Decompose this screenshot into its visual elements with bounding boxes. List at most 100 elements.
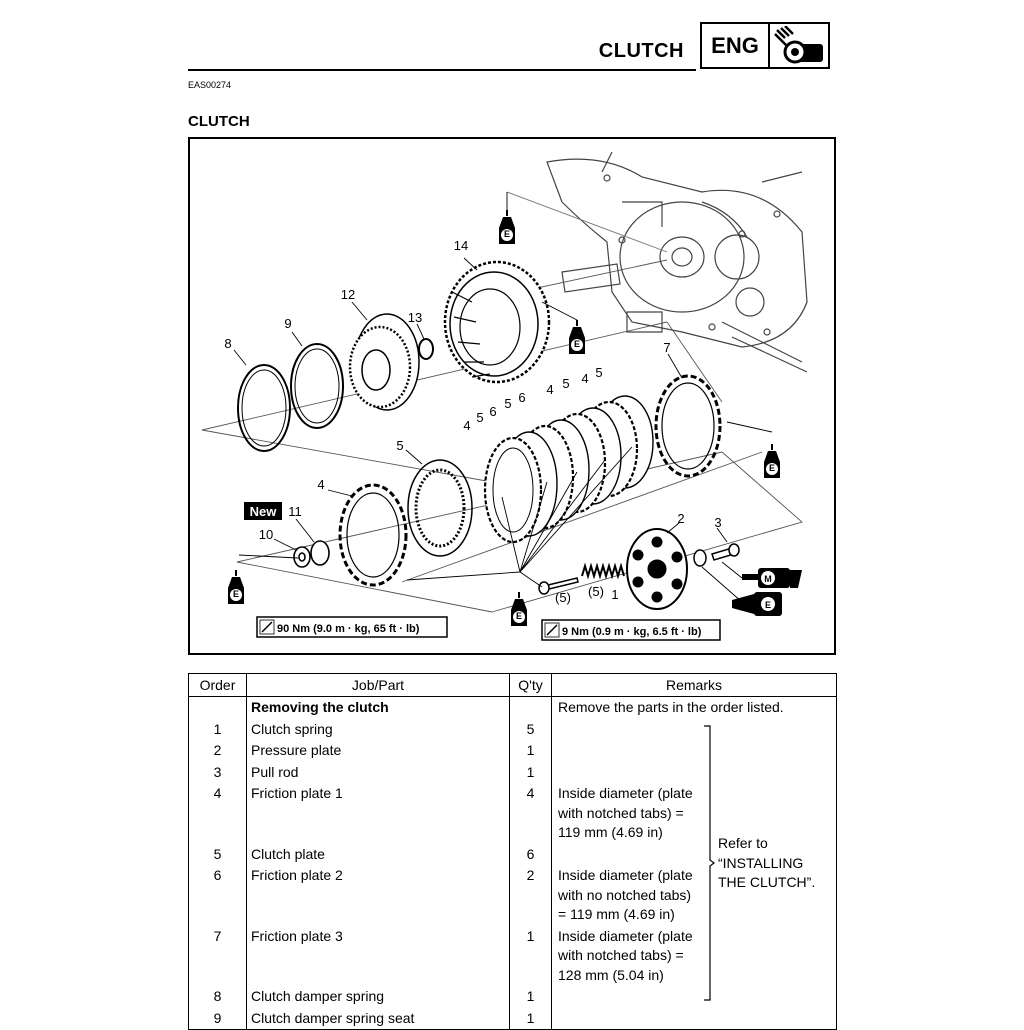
part-clutch-housing: [443, 260, 551, 384]
cell-order-text: 9: [213, 1009, 222, 1026]
column-header-job: Job/Part: [246, 673, 510, 697]
page-header-title: CLUTCH: [598, 40, 684, 62]
new-badge-label: New: [250, 504, 278, 519]
callout-11: 11: [288, 504, 302, 519]
engine-case: [546, 151, 808, 373]
cell-order-text: 2: [213, 742, 222, 758]
callout-8: 8: [224, 336, 231, 351]
oil-mark-label: E: [504, 229, 510, 239]
cell-job-part: Pull rod: [246, 761, 510, 783]
callout-4: 4: [546, 382, 553, 397]
column-header-remarks: Remarks: [551, 673, 837, 697]
grease-mark-label: M: [764, 574, 772, 584]
torque-right-text: 9 Nm (0.9 m · kg, 6.5 ft · lb): [562, 626, 702, 638]
cell-remarks: [551, 718, 837, 740]
cell-remarks-text: Remove the parts in the order listed.: [558, 699, 784, 715]
cell-qty-text: 1: [526, 742, 535, 758]
callout-6: 6: [518, 390, 525, 405]
cell-remarks: Inside diameter (plate with no notched t…: [551, 865, 837, 926]
cell-job-part-text: Clutch spring: [251, 720, 333, 737]
section-label: ENG: [702, 24, 770, 67]
callout-5: 5: [396, 438, 403, 453]
exploded-diagram: E E E E E E M 1: [188, 137, 836, 655]
oil-mark-label: E: [765, 600, 771, 610]
wrench-icon: [259, 619, 275, 635]
engine-icon: [770, 24, 828, 67]
cell-order-text: 4: [213, 785, 222, 801]
cell-order: 4: [188, 783, 247, 844]
oil-mark-icon: E: [227, 569, 245, 605]
cell-qty-text: 1: [526, 1009, 535, 1026]
part-nut-lock-washer: [293, 540, 330, 568]
table-header-row: Order Job/Part Q'ty Remarks: [188, 673, 837, 697]
cell-qty: 1: [509, 1007, 552, 1030]
cell-job-part-text: Removing the clutch: [251, 699, 389, 715]
callout-5: 5: [562, 376, 569, 391]
cell-job-part: Pressure plate: [246, 740, 510, 762]
header-rule: [188, 69, 696, 71]
cell-qty: 1: [509, 925, 552, 986]
oil-mark-icon: E: [568, 319, 586, 355]
cell-qty: 5: [509, 718, 552, 740]
cell-order-text: 7: [213, 927, 222, 944]
callout-3: 3: [714, 515, 721, 530]
section-tab: ENG: [700, 22, 830, 69]
oil-mark-icon: E: [732, 592, 782, 616]
cell-qty-text: 6: [526, 845, 535, 862]
callout-10: 10: [259, 527, 273, 542]
cell-remarks: Inside diameter (plate with notched tabs…: [551, 925, 837, 986]
cell-order: [188, 696, 247, 719]
cell-qty: 4: [509, 783, 552, 844]
cell-order: 5: [188, 843, 247, 865]
column-header-qty: Q'ty: [509, 673, 552, 697]
cell-order-text: 6: [213, 867, 222, 883]
cell-job-part-text: Clutch damper spring seat: [251, 1009, 415, 1026]
document-code: EAS00274: [188, 80, 232, 90]
table-row: Removing the clutch Remove the parts in t…: [188, 696, 837, 719]
callout-4: 4: [463, 418, 470, 433]
cell-qty: 1: [509, 740, 552, 762]
callout-4: 4: [581, 371, 588, 386]
parts-table-body: Removing the clutch Remove the parts in t…: [188, 696, 837, 1030]
part-plate-stack: [483, 395, 654, 544]
part-clutch-boss: [348, 313, 420, 411]
cell-job-part: Removing the clutch: [246, 696, 510, 719]
part-pressure-plate: [626, 528, 688, 610]
part-friction-plate-1: [338, 483, 408, 587]
callout-2: 2: [677, 511, 684, 526]
cell-order: 6: [188, 865, 247, 926]
callout-1: 1: [611, 587, 618, 602]
oil-mark-icon: E: [498, 209, 516, 245]
cell-order: 3: [188, 761, 247, 783]
cell-order-text: 5: [213, 845, 222, 862]
new-badge: [244, 502, 282, 520]
cell-qty-text: 1: [526, 927, 535, 944]
cell-remarks: Inside diameter (plate with notched tabs…: [551, 783, 837, 844]
wrench-icon: [544, 622, 560, 638]
oil-mark-label: E: [233, 589, 239, 599]
callout-6: 6: [489, 404, 496, 419]
grease-mark-icon: M: [742, 568, 802, 588]
cell-order: 8: [188, 986, 247, 1008]
column-header-order: Order: [188, 673, 247, 697]
oil-marks: E E E E E E: [227, 209, 782, 627]
callout-14: 14: [454, 238, 468, 253]
cell-job-part-text: Pull rod: [251, 763, 299, 780]
table-row: 9 Clutch damper spring seat 1: [188, 1007, 837, 1030]
callout-9: 9: [284, 316, 291, 331]
cell-job-part-text: Friction plate 1: [251, 785, 343, 801]
callout-numbers: 1 2 3 4 4 4 4 5 5 5 5 5 6 6 7 8 9 10 11 …: [224, 238, 721, 605]
cell-qty: 2: [509, 865, 552, 926]
cell-job-part: Clutch plate: [246, 843, 510, 865]
torque-left-text: 90 Nm (9.0 m · kg, 65 ft · lb): [277, 623, 420, 635]
cell-order: 7: [188, 925, 247, 986]
cell-qty-text: 2: [526, 867, 535, 883]
section-title: CLUTCH: [188, 113, 250, 130]
cell-order: 2: [188, 740, 247, 762]
cell-remarks: [551, 761, 837, 783]
cell-job-part-text: Clutch damper spring: [251, 988, 385, 1004]
